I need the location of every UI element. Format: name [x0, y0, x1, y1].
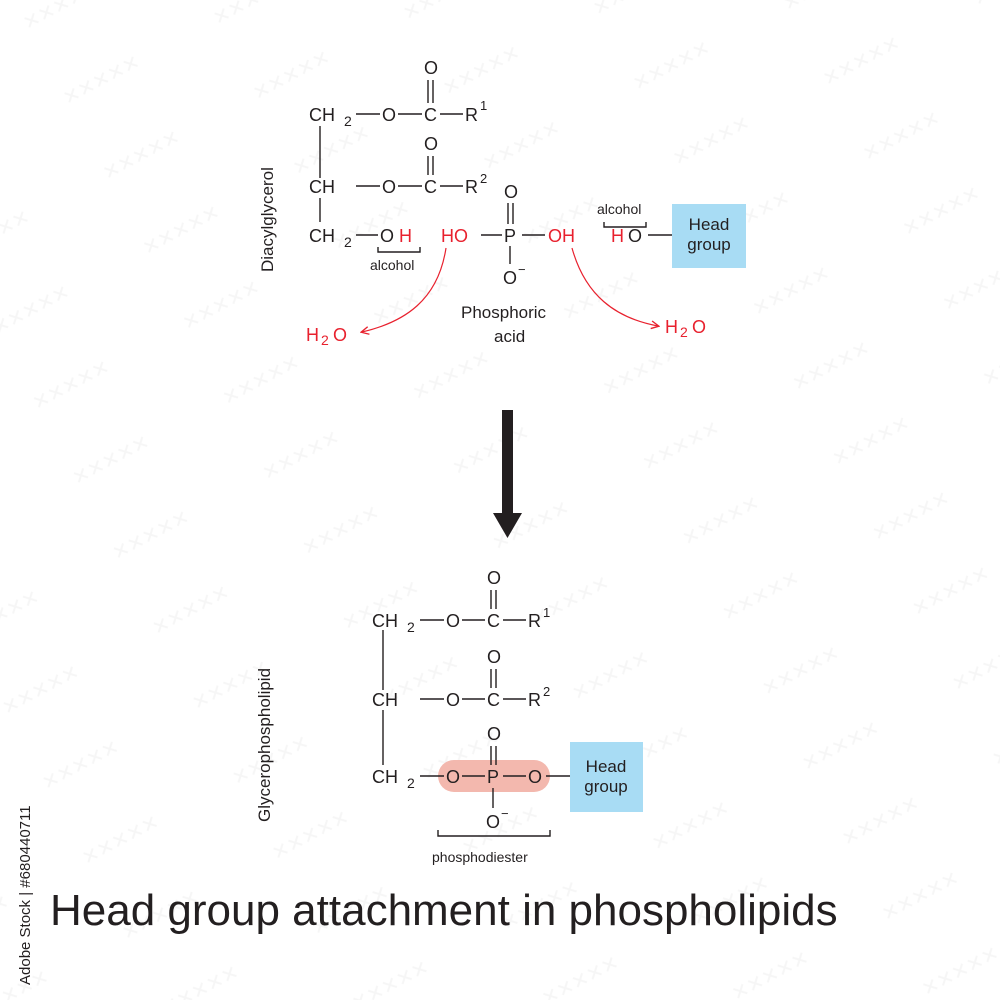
b-row1-c: C	[487, 611, 500, 631]
phosphodiester-highlight	[438, 760, 550, 792]
row1-sub: 2	[344, 113, 352, 129]
head-group-bottom-line1: Head	[586, 757, 627, 776]
b-row3-bottom-o: O	[486, 812, 500, 832]
head-group-top-line1: Head	[689, 215, 730, 234]
head-group-top-line2: group	[687, 235, 730, 254]
row1-ch: CH	[309, 105, 335, 125]
phosphoric-label-2: acid	[494, 327, 525, 346]
water-left-sub: 2	[321, 332, 329, 348]
diacylglycerol-label: Diacylglycerol	[258, 167, 277, 272]
phosphoric-ho: HO	[441, 226, 468, 246]
row3-o: O	[380, 226, 394, 246]
row1-c: C	[424, 105, 437, 125]
water-right-h: H	[665, 317, 678, 337]
b-row2-dbl-o: O	[487, 647, 501, 667]
water-arrow-right	[571, 247, 658, 326]
row3-h: H	[399, 226, 412, 246]
row2-ch: CH	[309, 177, 335, 197]
b-row2-r: R	[528, 690, 541, 710]
row2-r: R	[465, 177, 478, 197]
phosphoric-top-o: O	[504, 182, 518, 202]
b-row3-p: P	[487, 767, 499, 787]
phosphodiester-label: phosphodiester	[432, 849, 528, 865]
water-right-o: O	[692, 317, 706, 337]
head-group-bottom-line2: group	[584, 777, 627, 796]
alcohol-bracket-left	[377, 247, 421, 253]
b-row3-charge: −	[501, 806, 509, 821]
row2-c: C	[424, 177, 437, 197]
alcohol-label-left: alcohol	[370, 257, 414, 273]
b-row1-ch: CH	[372, 611, 398, 631]
b-row2-sup: 2	[543, 684, 550, 699]
row1-dbl-o: O	[424, 58, 438, 78]
phosphodiester-bracket	[437, 830, 551, 837]
row2-o: O	[382, 177, 396, 197]
b-row3-o1: O	[446, 767, 460, 787]
water-left-o: O	[333, 325, 347, 345]
head-group-box-bottom	[570, 742, 643, 812]
water-left-h: H	[306, 325, 319, 345]
glycerophospholipid-label: Glycerophospholipid	[255, 668, 274, 822]
reaction-arrow-head	[493, 513, 522, 538]
reaction-arrow-shaft	[502, 410, 513, 515]
row1-sup: 1	[480, 98, 487, 113]
b-row2-c: C	[487, 690, 500, 710]
water-right-sub: 2	[680, 324, 688, 340]
row2-sup: 2	[480, 171, 487, 186]
b-row3-ch: CH	[372, 767, 398, 787]
b-row3-sub: 2	[407, 775, 415, 791]
phosphoric-oh: OH	[548, 226, 575, 246]
head-group-box-top	[672, 204, 746, 268]
b-row1-o: O	[446, 611, 460, 631]
b-row1-r: R	[528, 611, 541, 631]
water-arrow-left	[362, 247, 447, 332]
stock-watermark: Adobe Stock | #680440711	[17, 805, 34, 985]
b-row3-o2: O	[528, 767, 542, 787]
phosphoric-charge: −	[518, 262, 526, 277]
phosphoric-bottom-o: O	[503, 268, 517, 288]
row1-o: O	[382, 105, 396, 125]
b-row3-top-o: O	[487, 724, 501, 744]
alcohol-label-right: alcohol	[597, 201, 641, 217]
b-row1-sub: 2	[407, 619, 415, 635]
row3-sub: 2	[344, 234, 352, 250]
b-row2-o: O	[446, 690, 460, 710]
alcohol-bracket-right	[603, 222, 647, 228]
phosphoric-p: P	[504, 226, 516, 246]
b-row2-ch: CH	[372, 690, 398, 710]
b-row1-dbl-o: O	[487, 568, 501, 588]
diagram-title: Head group attachment in phospholipids	[50, 886, 838, 935]
row1-r: R	[465, 105, 478, 125]
head-alcohol-h: H	[611, 226, 624, 246]
b-row1-sup: 1	[543, 605, 550, 620]
row2-dbl-o: O	[424, 134, 438, 154]
head-alcohol-o: O	[628, 226, 642, 246]
phosphoric-label-1: Phosphoric	[461, 303, 547, 322]
row3-ch: CH	[309, 226, 335, 246]
